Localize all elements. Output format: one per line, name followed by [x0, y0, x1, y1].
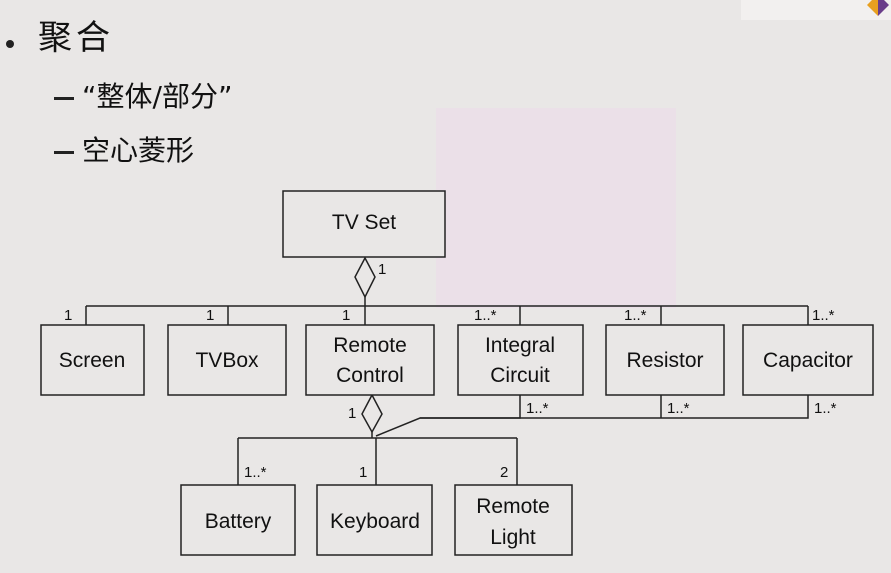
- multiplicity-ic: 1..*: [474, 307, 497, 324]
- class-name-screen: Screen: [59, 349, 126, 372]
- multiplicity-remote-whole: 1: [348, 405, 356, 422]
- subpoint-text: “整体/部分”: [82, 80, 233, 113]
- multiplicity-resistor: 1..*: [624, 307, 647, 324]
- class-box-capacitor: [742, 324, 874, 396]
- class-box-resistor: [605, 324, 725, 396]
- multiplicity-capacitor: 1..*: [812, 307, 835, 324]
- connector-shared-ic: [420, 395, 521, 419]
- bullet-icon: [6, 40, 14, 48]
- class-name-capacitor: Capacitor: [763, 349, 853, 372]
- logo-bar: [741, 0, 891, 20]
- class-name-remote-light-line1: Remote: [476, 495, 550, 518]
- logo-icon: [867, 0, 889, 16]
- background-highlight: [436, 108, 676, 308]
- slide-title: 聚合: [38, 18, 114, 58]
- class-name-remote-light-line2: Light: [490, 526, 536, 549]
- class-name-integral-circuit-line2: Circuit: [490, 364, 550, 387]
- multiplicity-remote-light: 2: [500, 464, 508, 481]
- class-box-remote-light: [454, 484, 573, 556]
- multiplicity-screen: 1: [64, 307, 72, 324]
- class-name-resistor: Resistor: [626, 349, 703, 372]
- multiplicity-shared-ic: 1..*: [526, 400, 549, 417]
- aggregation-diamond-remote: [361, 393, 383, 434]
- subpoint-hollow-diamond: 空心菱形: [54, 132, 194, 170]
- multiplicity-remote: 1: [342, 307, 350, 324]
- class-name-tvbox: TVBox: [195, 349, 259, 372]
- class-name-battery: Battery: [205, 510, 272, 533]
- aggregation-diamond-tvset: [354, 256, 376, 299]
- multiplicity-shared-resistor: 1..*: [667, 400, 690, 417]
- dash-icon: [54, 150, 74, 154]
- connector-shared-capacitor: [375, 395, 809, 437]
- multiplicity-tvset: 1: [378, 261, 386, 278]
- subpoint-whole-part: “整体/部分”: [54, 78, 232, 116]
- subpoint-text: 空心菱形: [82, 134, 195, 167]
- multiplicity-battery: 1..*: [244, 464, 267, 481]
- dash-icon: [54, 96, 74, 100]
- class-box-tvset: [282, 190, 446, 258]
- class-box-keyboard: [316, 484, 433, 556]
- class-box-remote-control: [305, 324, 435, 396]
- class-name-remote-control-line1: Remote: [333, 334, 407, 357]
- multiplicity-keyboard: 1: [359, 464, 367, 481]
- class-name-keyboard: Keyboard: [330, 510, 420, 533]
- class-box-integral-circuit: [457, 324, 584, 396]
- class-name-integral-circuit-line1: Integral: [485, 334, 555, 357]
- class-name-tvset: TV Set: [332, 211, 396, 234]
- multiplicity-shared-capacitor: 1..*: [814, 400, 837, 417]
- class-box-battery: [180, 484, 296, 556]
- class-name-remote-control-line2: Control: [336, 364, 404, 387]
- multiplicity-tvbox: 1: [206, 307, 214, 324]
- class-box-tvbox: [167, 324, 287, 396]
- class-box-screen: [40, 324, 145, 396]
